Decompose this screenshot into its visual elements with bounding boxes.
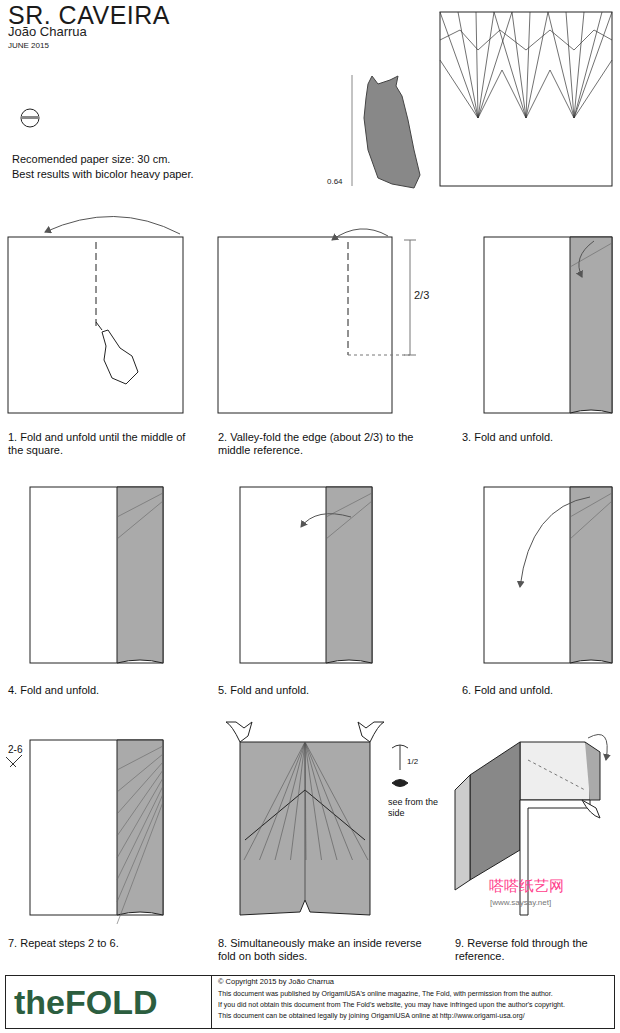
logo: theFOLD — [14, 984, 158, 1021]
crease-pattern — [440, 12, 612, 186]
label: 1/2 — [407, 757, 418, 767]
label: JUNE 2015 — [8, 41, 49, 51]
folded-paper — [30, 487, 163, 663]
label: 2-6 — [8, 744, 22, 756]
footer-text: This document was published by OrigamiUS… — [218, 990, 553, 998]
divider — [211, 976, 212, 1028]
folded-paper — [30, 740, 163, 915]
step-caption: 4. Fold and unfold. — [8, 684, 198, 697]
scale-line — [352, 75, 353, 186]
step-caption: see from the side — [388, 797, 443, 819]
label: [www.saysay.net] — [490, 898, 551, 908]
step-caption: 2. Valley-fold the edge (about 2/3) to t… — [218, 431, 418, 457]
label: João Charrua — [8, 24, 87, 40]
step-caption: 9. Reverse fold through the reference. — [455, 937, 615, 963]
step-caption: 8. Simultaneously make an inside reverse… — [218, 937, 438, 963]
folded-paper — [484, 487, 612, 663]
footer-box: theFOLD © Copyright 2015 by João CharruaT… — [5, 975, 615, 1029]
square-paper — [218, 237, 392, 413]
square-paper — [8, 237, 183, 413]
label: 2/3 — [414, 289, 429, 302]
step-caption: 5. Fold and unfold. — [218, 684, 408, 697]
label: Recomended paper size: 30 cm. — [12, 153, 170, 166]
step-caption: 7. Repeat steps 2 to 6. — [8, 937, 198, 950]
paper-symbol — [21, 109, 39, 127]
folded-model — [520, 742, 590, 800]
step-caption: 3. Fold and unfold. — [462, 431, 612, 444]
label: Best results with bicolor heavy paper. — [12, 168, 194, 181]
folded-paper — [484, 237, 612, 413]
footer-text: This document can be obtained legally by… — [218, 1012, 525, 1020]
folded-paper — [240, 487, 372, 663]
footer-text: If you did not obtain this document from… — [218, 1001, 565, 1009]
finished-model — [364, 76, 420, 188]
folded-model — [240, 742, 370, 915]
footer-text: © Copyright 2015 by João Charrua — [218, 978, 334, 986]
label: 0.64 — [327, 177, 343, 187]
hand-icon — [102, 330, 138, 384]
step-caption: 1. Fold and unfold until the middle of t… — [8, 431, 198, 457]
label: 嗒嗒纸艺网 — [489, 877, 564, 895]
step-caption: 6. Fold and unfold. — [462, 684, 612, 697]
